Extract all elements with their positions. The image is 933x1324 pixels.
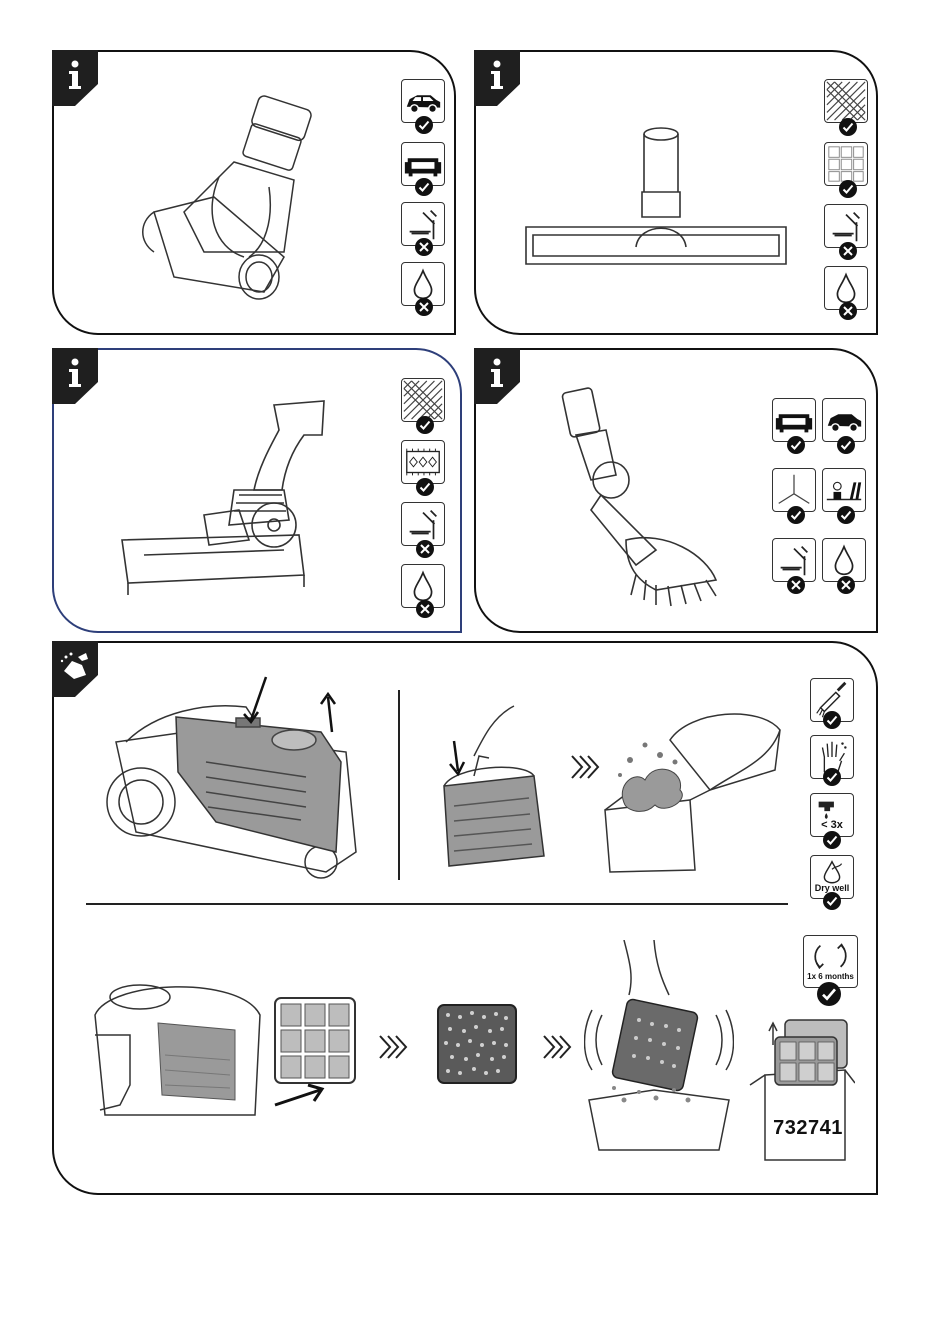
container-filter-open-illustration [90,975,265,1125]
check-mark-icon [416,416,434,434]
cross-mark-icon [416,540,434,558]
panel-dusting-brush [474,348,878,633]
check-mark-icon [823,711,841,729]
turbo-brush-illustration [134,82,374,312]
check-mark-icon [823,831,841,849]
check-mark-icon [787,506,805,524]
cleaning-icon [52,641,98,697]
check-mark-icon [415,116,433,134]
step-divider-horizontal [86,903,788,905]
floor-nozzle-illustration [521,122,791,272]
parquet-surface-icon [824,79,868,123]
filter-interval-label: 1x 6 months [803,972,858,981]
check-mark-icon [787,436,805,454]
panel-turbo-brush [52,50,456,335]
check-mark-icon [839,180,857,198]
check-mark-icon [823,892,841,910]
next-step-arrow-icon [542,1032,576,1062]
check-mark-icon [817,982,841,1006]
cross-mark-icon [415,238,433,256]
next-step-arrow-icon [570,752,604,782]
filter-part-number: 732741 [768,1117,848,1140]
rinse-limit-label: < 3x [810,819,854,831]
check-mark-icon [415,178,433,196]
cross-mark-icon [415,298,433,316]
cross-mark-icon [839,302,857,320]
info-icon [474,50,520,106]
vacuum-remove-container-illustration [96,672,366,894]
panel-floor-nozzle [474,50,878,335]
cross-mark-icon [416,600,434,618]
step-divider-vertical [398,690,400,880]
filter-removal-illustration [270,995,360,1115]
cross-mark-icon [837,576,855,594]
panel-carpet-turbo-brush [52,348,462,633]
container-release-illustration [434,696,554,876]
cross-mark-icon [839,242,857,260]
check-mark-icon [839,118,857,136]
info-icon [52,50,98,106]
foam-filter-illustration [436,1003,518,1085]
dusting-brush-illustration [556,380,746,610]
empty-dust-bin-illustration [600,700,790,875]
turbo-carpet-brush-illustration [114,395,364,605]
info-icon [52,348,98,404]
check-mark-icon [837,506,855,524]
check-mark-icon [416,478,434,496]
check-mark-icon [837,436,855,454]
shake-filter-illustration [584,940,734,1152]
check-mark-icon [823,768,841,786]
info-icon [474,348,520,404]
cross-mark-icon [787,576,805,594]
next-step-arrow-icon [378,1032,412,1062]
replacement-filter-box-illustration [745,1015,855,1163]
